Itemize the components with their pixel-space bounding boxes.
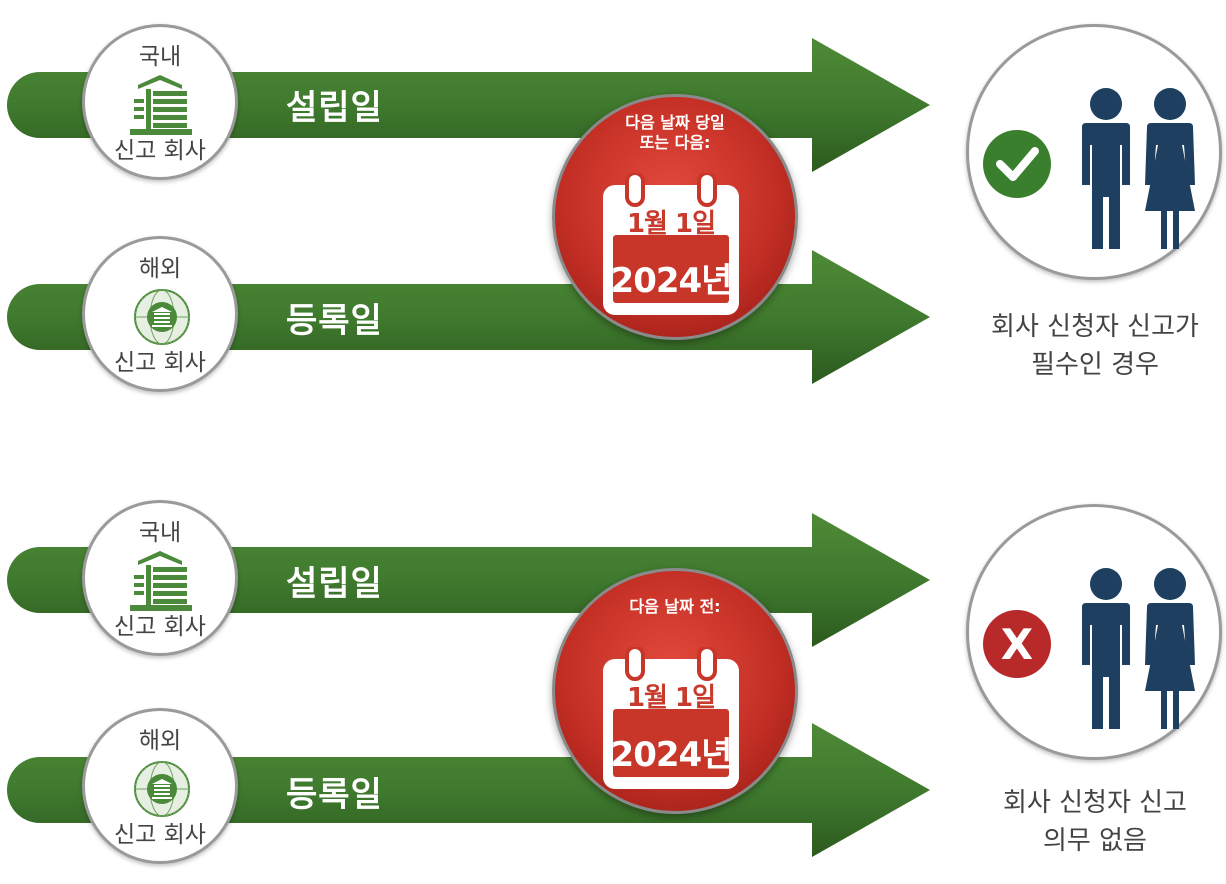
globe-building-icon bbox=[134, 289, 190, 345]
man-icon bbox=[1082, 568, 1130, 729]
calendar-month-day: 1월 1일 bbox=[626, 683, 716, 713]
arrow-s2-foreign bbox=[7, 723, 930, 857]
arrow-s2-domestic bbox=[7, 513, 930, 647]
calendar-year: 2024년 bbox=[610, 735, 733, 775]
foreign-company-circle: 해외 신고 회사 bbox=[82, 708, 238, 864]
people-figures bbox=[983, 88, 1195, 249]
badge-caption: 다음 날짜 전: bbox=[629, 597, 721, 616]
company-type-label: 국내 bbox=[138, 520, 182, 546]
people-circle: X bbox=[966, 504, 1222, 760]
arrow-label-registration: 등록일 bbox=[286, 301, 383, 341]
outcome-line: 필수인 경우 bbox=[1031, 350, 1159, 380]
outcome-line: 회사 신청자 신고가 bbox=[991, 312, 1199, 342]
arrow-s1-domestic bbox=[7, 38, 930, 172]
arrow-label-registration: 등록일 bbox=[286, 775, 383, 815]
woman-icon bbox=[1145, 88, 1195, 249]
man-icon bbox=[1082, 88, 1130, 249]
outcome-line: 회사 신청자 신고 bbox=[1003, 788, 1187, 818]
outcome-label: 회사 신청자 신고가 필수인 경우 bbox=[945, 308, 1226, 384]
building-icon bbox=[130, 75, 192, 135]
outcome-label: 회사 신청자 신고 의무 없음 bbox=[945, 784, 1226, 860]
x-icon: X bbox=[983, 610, 1051, 678]
domestic-company-circle: 국내 신고 회사 bbox=[82, 500, 238, 656]
check-icon bbox=[983, 130, 1051, 198]
company-role-label: 신고 회사 bbox=[114, 614, 206, 640]
people-figures: X bbox=[983, 568, 1195, 729]
x-glyph: X bbox=[1001, 620, 1033, 669]
date-badge: 다음 날짜 전: 1월 1일 2024년 bbox=[552, 568, 798, 814]
globe-building-icon bbox=[134, 761, 190, 817]
building-icon bbox=[130, 551, 192, 611]
domestic-company-circle: 국내 신고 회사 bbox=[82, 24, 238, 180]
foreign-company-circle: 해외 신고 회사 bbox=[82, 236, 238, 392]
date-badge: 다음 날짜 당일 또는 다음: 1월 1일 2024년 bbox=[552, 94, 798, 340]
woman-icon bbox=[1145, 568, 1195, 729]
company-role-label: 신고 회사 bbox=[114, 350, 206, 376]
badge-caption: 다음 날짜 당일 bbox=[625, 113, 725, 132]
company-role-label: 신고 회사 bbox=[114, 138, 206, 164]
calendar-icon bbox=[603, 647, 739, 789]
calendar-month-day: 1월 1일 bbox=[626, 209, 716, 239]
company-type-label: 국내 bbox=[138, 44, 182, 70]
calendar-year: 2024년 bbox=[610, 261, 733, 301]
badge-caption: 또는 다음: bbox=[639, 133, 711, 152]
company-type-label: 해외 bbox=[138, 256, 182, 282]
outcome-line: 의무 없음 bbox=[1043, 826, 1147, 856]
people-circle bbox=[966, 24, 1222, 280]
arrow-s1-foreign bbox=[7, 250, 930, 384]
calendar-icon bbox=[603, 173, 739, 315]
arrow-label-establishment: 설립일 bbox=[286, 564, 383, 604]
arrow-label-establishment: 설립일 bbox=[286, 88, 383, 128]
company-type-label: 해외 bbox=[138, 728, 182, 754]
company-role-label: 신고 회사 bbox=[114, 822, 206, 848]
